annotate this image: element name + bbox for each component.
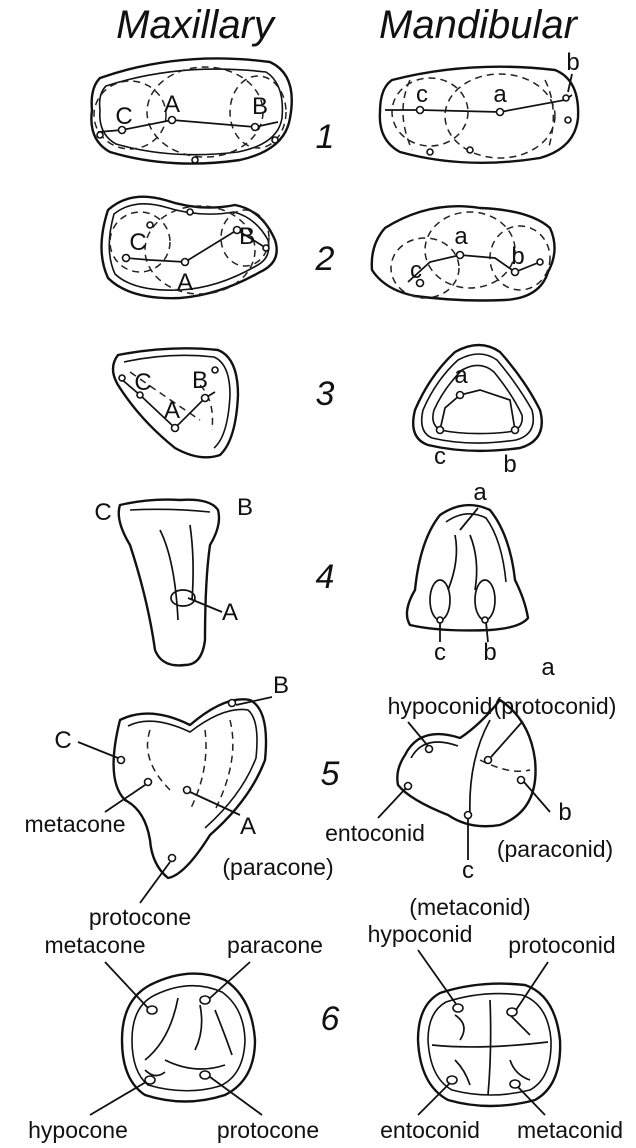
mand2-cusp-b: b bbox=[511, 243, 524, 270]
mand4-cusp-a: a bbox=[473, 479, 487, 506]
mand5-entoconid-leader bbox=[378, 788, 406, 818]
mand6-metaconid-label: metaconid bbox=[517, 1117, 623, 1143]
mandibular-tooth-2 bbox=[372, 206, 555, 300]
max6-protocone-label: protocone bbox=[217, 1117, 319, 1143]
mand3-cusp-b: b bbox=[503, 451, 516, 478]
mand5-hypoconid-leader bbox=[408, 722, 428, 746]
mand4-cusp-c: c bbox=[434, 639, 446, 666]
max4-cusp-A: A bbox=[222, 599, 238, 626]
mand3-cusp-c: c bbox=[434, 443, 446, 470]
mand1-cusp-c: c bbox=[416, 81, 428, 108]
mand2-cusp-c: c bbox=[410, 257, 422, 284]
max5-paracone-label: (paracone) bbox=[222, 854, 333, 880]
max5-metacone-leader bbox=[105, 785, 145, 812]
max2-cusp-A: A bbox=[177, 269, 193, 296]
max5-cusp-A: A bbox=[240, 813, 256, 840]
mand5-protoconid-leader bbox=[491, 722, 522, 757]
mandibular-tooth-4 bbox=[407, 505, 528, 630]
max2-cusp-B: B bbox=[239, 223, 255, 250]
row-number-2: 2 bbox=[315, 240, 335, 278]
mand5-cusp-c: c bbox=[462, 857, 474, 884]
row-number-5: 5 bbox=[321, 755, 340, 793]
mandibular-header: Mandibular bbox=[379, 3, 579, 47]
mandibular-tooth-1 bbox=[380, 67, 578, 163]
max4-cusp-C: C bbox=[94, 499, 111, 526]
max1-cusp-A: A bbox=[164, 91, 180, 118]
mand5-hypoconid-label: hypoconid bbox=[388, 693, 493, 719]
mand2-cusp-a: a bbox=[454, 223, 468, 250]
row-number-1: 1 bbox=[316, 118, 335, 156]
mand1-cusp-b: b bbox=[566, 49, 579, 76]
mand5-metaconid-label: (metaconid) bbox=[409, 894, 530, 920]
mand4-a-leader bbox=[460, 508, 478, 530]
max1-cusp-B: B bbox=[252, 93, 268, 120]
max5-cusp-C: C bbox=[54, 727, 71, 754]
mand6-metaconid-leader bbox=[518, 1087, 545, 1115]
max5-protocone-label: protocone bbox=[89, 904, 191, 930]
maxillary-header: Maxillary bbox=[116, 3, 277, 47]
max5-C-leader bbox=[78, 742, 118, 758]
mand5-entoconid-label: entoconid bbox=[325, 820, 425, 846]
max5-cusp-B: B bbox=[273, 672, 289, 699]
max6-paracone-leader bbox=[210, 962, 250, 998]
max6-metacone-leader bbox=[105, 962, 148, 1008]
maxillary-tooth-4 bbox=[119, 500, 219, 666]
mandibular-tooth-6 bbox=[418, 984, 560, 1106]
maxillary-tooth-5 bbox=[114, 699, 266, 878]
mand5-protoconid-label: (protoconid) bbox=[494, 693, 617, 719]
max1-cusp-C: C bbox=[115, 103, 132, 130]
max5-A-leader bbox=[190, 792, 240, 815]
max6-hypocone-label: hypocone bbox=[28, 1117, 128, 1143]
mand6-protoconid-label: protoconid bbox=[508, 932, 615, 958]
max2-cusp-C: C bbox=[129, 229, 146, 256]
mand6-protoconid-leader bbox=[516, 962, 548, 1010]
row-number-3: 3 bbox=[316, 375, 335, 413]
mand5-b-leader bbox=[524, 782, 550, 812]
mand6-entoconid-label: entoconid bbox=[380, 1117, 480, 1143]
mand4-cusp-b: b bbox=[483, 639, 496, 666]
mand5-cusp-a: a bbox=[541, 654, 555, 681]
max4-cusp-B: B bbox=[237, 494, 253, 521]
max3-cusp-C: C bbox=[134, 369, 151, 396]
row-number-6: 6 bbox=[321, 1000, 340, 1038]
max3-cusp-B: B bbox=[192, 367, 208, 394]
max5-metacone-label: metacone bbox=[24, 811, 125, 837]
max6-hypocone-leader bbox=[90, 1082, 146, 1115]
max6-metacone-label: metacone bbox=[44, 932, 145, 958]
mand5-paraconid-label: (paraconid) bbox=[497, 836, 613, 862]
max6-paracone-label: paracone bbox=[227, 932, 323, 958]
row-number-4: 4 bbox=[316, 558, 335, 596]
mand5-cusp-b: b bbox=[558, 799, 571, 826]
max5-protocone-leader bbox=[140, 862, 170, 903]
max3-cusp-A: A bbox=[164, 397, 180, 424]
mand1-cusp-a: a bbox=[493, 81, 507, 108]
maxillary-tooth-6 bbox=[122, 974, 255, 1102]
mand3-cusp-a: a bbox=[454, 362, 468, 389]
mand6-hypoconid-label: hypoconid bbox=[368, 921, 473, 947]
mandibular-tooth-3 bbox=[413, 345, 542, 451]
